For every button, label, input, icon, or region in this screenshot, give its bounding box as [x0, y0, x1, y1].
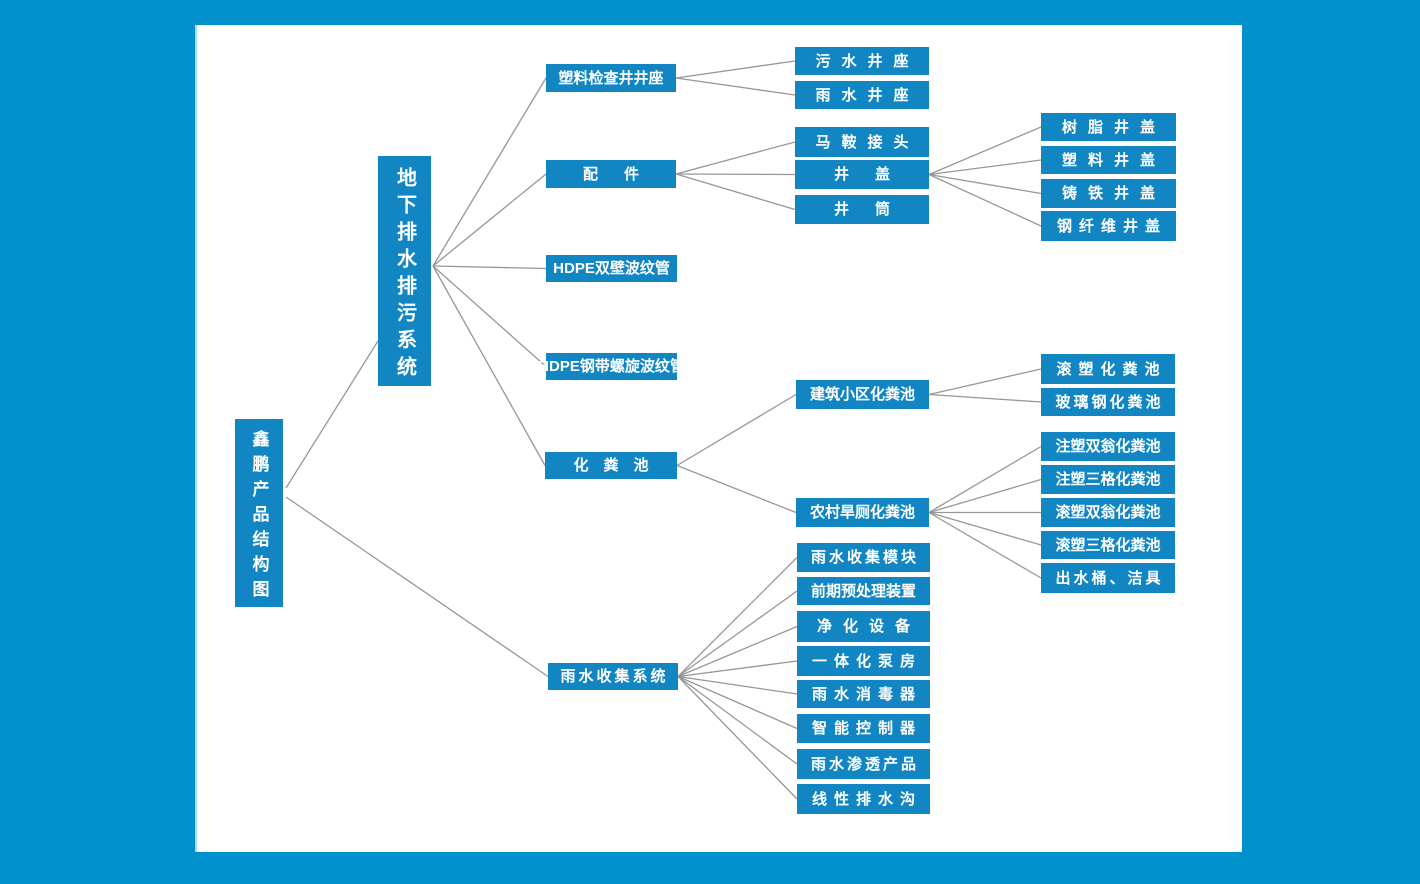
tree-node-9: 雨水井座 — [795, 81, 929, 109]
tree-node-21: 注塑双翁化粪池 — [1041, 432, 1175, 461]
tree-node-1: 地下排水排污系统 — [378, 156, 431, 386]
tree-node-28: 净化设备 — [797, 611, 930, 642]
tree-node-12: 井筒 — [795, 195, 929, 224]
tree-node-6: HDPE钢带螺旋波纹管 — [538, 353, 685, 380]
tree-node-32: 雨水渗透产品 — [797, 749, 930, 779]
tree-node-25: 出水桶、洁具 — [1041, 563, 1175, 593]
tree-node-10: 马鞍接头 — [795, 127, 929, 157]
tree-node-27: 前期预处理装置 — [797, 577, 930, 605]
tree-node-19: 滚塑化粪池 — [1041, 354, 1175, 384]
tree-node-11: 井盖 — [795, 160, 929, 189]
tree-node-30: 雨水消毒器 — [797, 680, 930, 708]
tree-node-31: 智能控制器 — [797, 714, 930, 743]
tree-node-24: 滚塑三格化粪池 — [1041, 531, 1175, 559]
tree-node-5: HDPE双壁波纹管 — [546, 255, 677, 282]
tree-node-2: 雨水收集系统 — [548, 663, 678, 690]
tree-node-0: 鑫鹏产品结构图 — [235, 419, 283, 607]
tree-node-7: 化粪池 — [545, 452, 677, 479]
tree-node-14: 塑料井盖 — [1041, 146, 1176, 174]
tree-node-3: 塑料检查井井座 — [546, 64, 676, 92]
tree-node-13: 树脂井盖 — [1041, 113, 1176, 141]
tree-node-8: 污水井座 — [795, 47, 929, 75]
tree-node-26: 雨水收集模块 — [797, 543, 930, 572]
tree-node-4: 配件 — [546, 160, 676, 188]
tree-node-23: 滚塑双翁化粪池 — [1041, 498, 1175, 527]
tree-node-15: 铸铁井盖 — [1041, 179, 1176, 208]
tree-node-16: 钢纤维井盖 — [1041, 211, 1176, 241]
tree-node-29: 一体化泵房 — [797, 646, 930, 676]
tree-node-20: 玻璃钢化粪池 — [1041, 388, 1175, 416]
tree-node-17: 建筑小区化粪池 — [796, 380, 929, 409]
tree-node-22: 注塑三格化粪池 — [1041, 465, 1175, 494]
tree-node-33: 线性排水沟 — [797, 784, 930, 814]
tree-node-18: 农村旱厕化粪池 — [796, 498, 929, 527]
